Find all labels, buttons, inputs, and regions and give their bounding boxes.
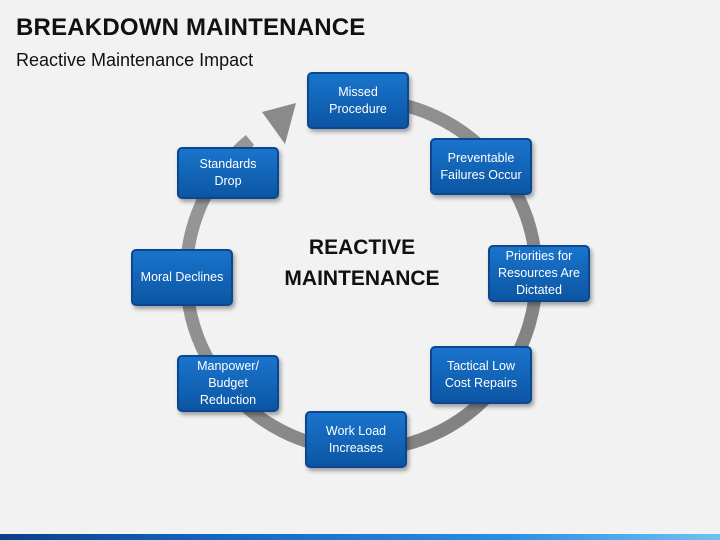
- step-tactical-repairs: Tactical Low Cost Repairs: [430, 346, 532, 404]
- step-preventable-failures: Preventable Failures Occur: [430, 138, 532, 195]
- center-label-line2: MAINTENANCE: [284, 267, 440, 290]
- step-work-load-increases: Work Load Increases: [305, 411, 407, 468]
- step-manpower-budget: Manpower/ Budget Reduction: [177, 355, 279, 412]
- center-label-line1: REACTIVE: [308, 236, 416, 259]
- step-standards-drop: Standards Drop: [177, 147, 279, 199]
- step-missed-procedure: Missed Procedure: [307, 72, 409, 129]
- step-moral-declines: Moral Declines: [131, 249, 233, 306]
- step-priorities-dictated: Priorities for Resources Are Dictated: [488, 245, 590, 302]
- slide-subtitle: Reactive Maintenance Impact: [16, 50, 254, 70]
- bottom-accent-bar: [0, 534, 720, 540]
- slide-title: BREAKDOWN MAINTENANCE: [16, 14, 366, 41]
- cycle-arrow-head: [262, 103, 296, 144]
- center-label: REACTIVE MAINTENANCE: [262, 232, 462, 294]
